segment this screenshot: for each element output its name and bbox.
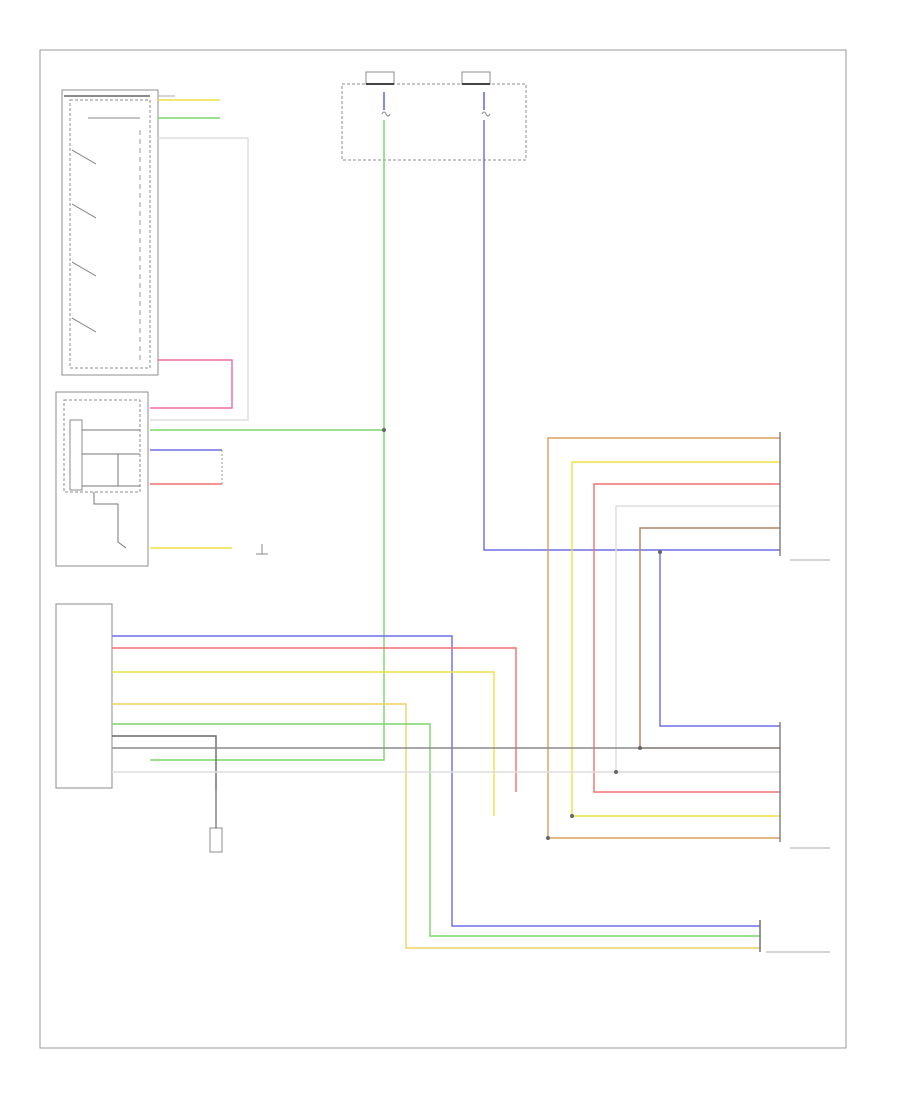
- wire-red-rail: [593, 483, 780, 793]
- control-module: [55, 603, 223, 853]
- wire-pink-meter: [150, 359, 233, 409]
- wire-green-out: [112, 723, 760, 937]
- bottom-right-connector: [759, 920, 830, 953]
- ground-symbol: [256, 544, 268, 555]
- wire-gray-top: [150, 137, 249, 421]
- diagram-frame: [39, 49, 847, 1049]
- right-connector-ticks: [779, 432, 830, 849]
- meter-block: [55, 391, 149, 567]
- wire-orange-out: [112, 703, 760, 949]
- wire-red-out: [112, 647, 517, 792]
- wire-black-out: [112, 735, 217, 790]
- switch-stack: [61, 89, 175, 376]
- wire-blue-out: [112, 635, 760, 927]
- top-fuse-box: [341, 71, 527, 161]
- wire-brown-rail: [639, 527, 780, 749]
- splice-points: [382, 428, 662, 840]
- wire-orange-rail: [547, 437, 780, 839]
- wire-blue-trunk: [483, 120, 780, 551]
- wire-yellow-out: [112, 671, 495, 816]
- wire-yellow-rail: [571, 461, 780, 817]
- wire-green-trunk: [150, 120, 385, 761]
- wire-purple-rail: [659, 552, 780, 727]
